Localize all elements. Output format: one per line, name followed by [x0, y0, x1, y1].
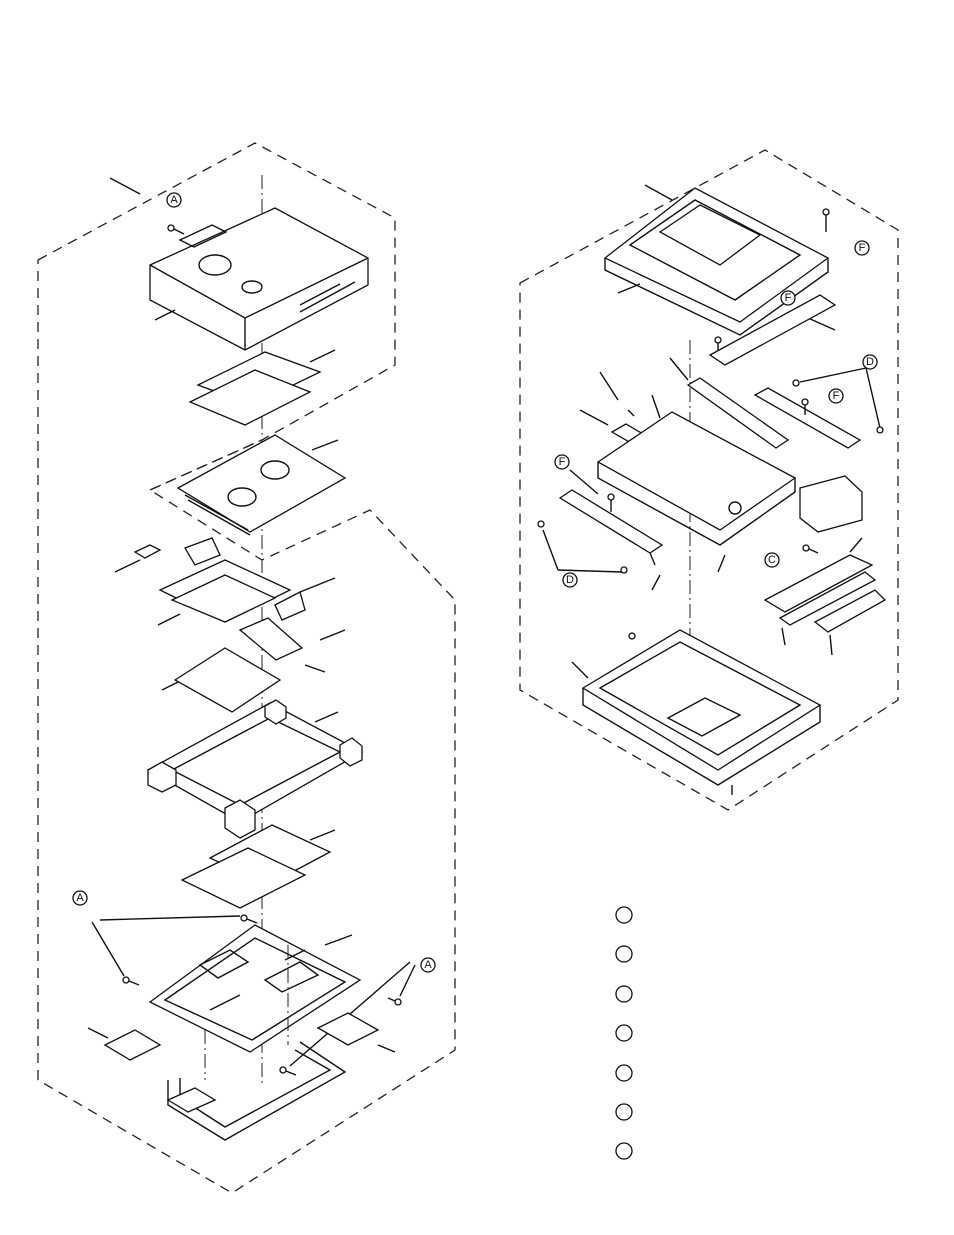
legend-circle-4: [616, 1025, 632, 1041]
svg-text:D: D: [866, 356, 874, 368]
svg-text:A: A: [424, 959, 432, 971]
legend: [616, 907, 632, 1159]
bottom-chassis: [150, 925, 360, 1080]
marker-f-cover: F: [781, 291, 795, 305]
marker-a-top: A: [167, 193, 181, 207]
marker-a-right: A: [421, 958, 435, 972]
svg-text:F: F: [859, 242, 866, 254]
svg-text:A: A: [76, 892, 84, 904]
marker-f-top: F: [823, 209, 869, 255]
svg-text:C: C: [768, 554, 776, 566]
svg-text:F: F: [559, 456, 566, 468]
legend-circle-1: [616, 907, 632, 923]
legend-circle-3: [616, 986, 632, 1002]
side-brackets: [765, 538, 885, 655]
legend-circle-5: [616, 1065, 632, 1081]
connector-board: [115, 538, 290, 625]
svg-text:F: F: [833, 390, 840, 402]
mechanism-block: [598, 412, 862, 572]
svg-text:D: D: [566, 574, 574, 586]
screw-a-top: [168, 225, 184, 234]
legend-circle-7: [616, 1143, 632, 1159]
hdd-case: [150, 208, 368, 350]
svg-text:A: A: [170, 194, 178, 206]
cushion-lower: [182, 825, 335, 908]
legend-circle-6: [616, 1104, 632, 1120]
cushion-frame: [148, 700, 362, 838]
legend-circle-2: [616, 946, 632, 962]
hdd-unit: [178, 435, 345, 535]
bracket-small: [275, 578, 335, 620]
bracket-plate: [240, 618, 345, 672]
bottom-tray: [572, 630, 820, 795]
marker-a-left: A: [73, 891, 87, 905]
cushion-upper: [190, 350, 335, 425]
marker-c: C: [765, 545, 818, 567]
svg-text:F: F: [785, 292, 792, 304]
